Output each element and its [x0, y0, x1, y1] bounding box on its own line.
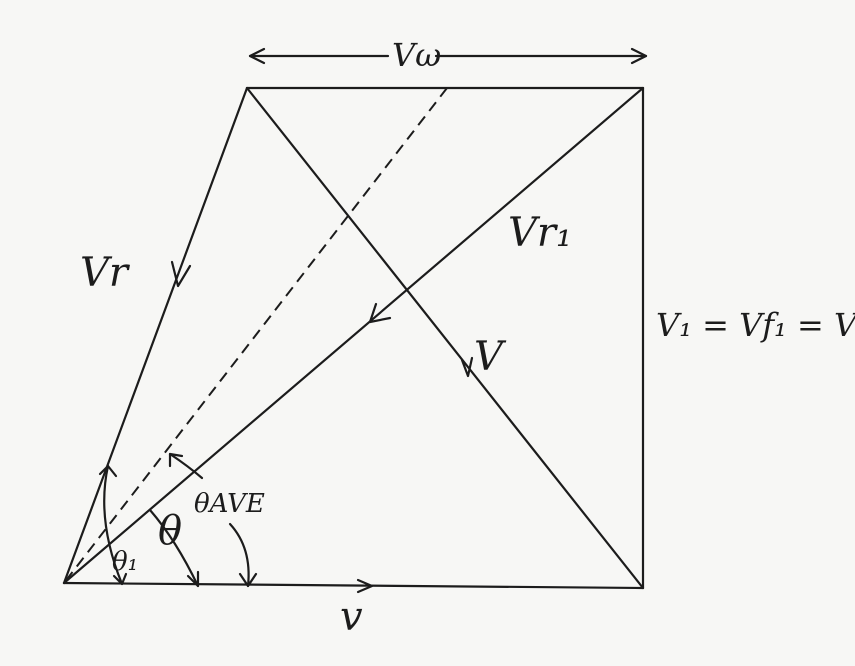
label-vw: Vω: [392, 36, 441, 74]
theta-ave-pointer: [228, 522, 250, 588]
v-direction-arrow: [460, 356, 474, 378]
theta1-arc-foot: [112, 572, 128, 586]
theta-arc-head: [186, 570, 200, 588]
theta-ave-arc: [168, 452, 204, 480]
label-theta-ave: θAVE: [194, 489, 265, 519]
v-line: [245, 86, 645, 590]
label-v-lower: v: [340, 594, 363, 640]
label-theta1: θ₁: [112, 547, 138, 577]
label-vr1: Vr₁: [508, 210, 572, 256]
vw-arrow-left-head: [248, 47, 266, 65]
v-lower-direction-arrow: [356, 578, 374, 594]
theta-ave-pointer-head: [238, 572, 258, 588]
label-v: V: [474, 334, 507, 380]
bottom-edge: [62, 581, 645, 590]
label-theta: θ: [158, 508, 182, 554]
vr1-direction-arrow: [368, 302, 392, 324]
vr-direction-arrow: [170, 260, 192, 288]
label-v1-equation: V₁ = Vf₁ = Vf: [656, 306, 855, 344]
average-dashed-line: [63, 87, 448, 584]
theta-ave-arc-head: [168, 452, 184, 468]
vr-line: [62, 86, 249, 585]
theta-arc: [148, 508, 200, 588]
theta1-arc-head: [98, 464, 118, 478]
vw-arrow-right-head: [630, 47, 648, 65]
vr1-line: [62, 86, 645, 585]
theta1-arc: [103, 464, 124, 586]
label-vr: Vr: [80, 250, 131, 296]
